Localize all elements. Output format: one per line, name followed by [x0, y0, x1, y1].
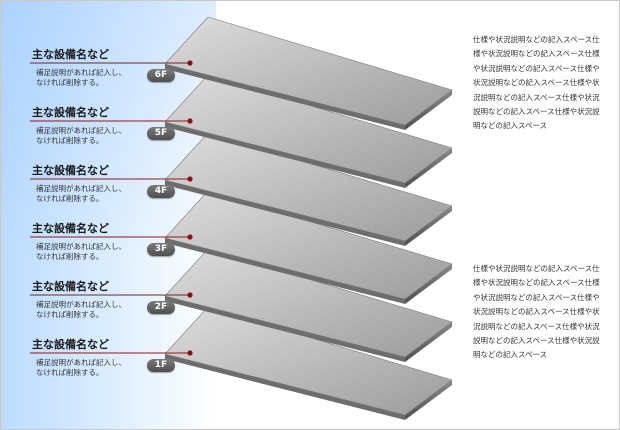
floor-title: 主な設備名など [32, 164, 109, 177]
leader-dot [187, 292, 193, 298]
floor-description: 補足説明があれば記入し、なければ削除する。 [36, 242, 126, 262]
floor-description-line: なければ削除する。 [36, 252, 104, 261]
floor-description: 補足説明があれば記入し、なければ削除する。 [36, 184, 126, 204]
leader-dot [187, 234, 193, 240]
floor-plate-front-edge [165, 180, 405, 246]
floor-plate-6f [164, 16, 453, 126]
floor-title: 主な設備名など [32, 106, 109, 119]
floor-plate-4f [164, 132, 453, 242]
floor-description-line: 補足説明があれば記入し、 [36, 184, 126, 193]
floor-plate-3f [164, 190, 453, 300]
floor-title: 主な設備名など [32, 338, 109, 351]
floor-label-4f: 主な設備名など補足説明があれば記入し、なければ削除する。 [32, 164, 126, 203]
floor-description-line: 補足説明があれば記入し、 [36, 68, 126, 77]
floor-description: 補足説明があれば記入し、なければ削除する。 [36, 68, 126, 88]
floor-plate-5f [164, 74, 453, 184]
floor-plate-side-edge [405, 380, 452, 420]
floor-plate-2f [164, 248, 453, 358]
leader-dot [187, 176, 193, 182]
floor-plate-front-edge [165, 122, 405, 188]
floor-description: 補足説明があれば記入し、なければ削除する。 [36, 126, 126, 146]
floor-plate-front-edge [165, 64, 405, 130]
leader-dot [187, 350, 193, 356]
leader-dot [187, 60, 193, 66]
note-text-lower: 仕様や状況説明などの記入スペース仕様や状況説明などの記入スペース仕様や状況説明な… [473, 264, 600, 360]
floor-plate-side-edge [405, 206, 452, 246]
floor-badge-1f: 1F [147, 359, 175, 372]
floor-description: 補足説明があれば記入し、なければ削除する。 [36, 300, 126, 320]
floor-badge-6f: 6F [147, 69, 175, 82]
floor-description-line: 補足説明があれば記入し、 [36, 242, 126, 251]
floor-plate-side-edge [405, 322, 452, 362]
floor-description-line: なければ削除する。 [36, 78, 104, 87]
floor-description: 補足説明があれば記入し、なければ削除する。 [36, 358, 126, 378]
floor-description-line: なければ削除する。 [36, 194, 104, 203]
floor-badge-2f: 2F [147, 301, 175, 314]
note-text-upper: 仕様や状況説明などの記入スペース仕様や状況説明などの記入スペース仕様や状況説明な… [473, 35, 600, 131]
floor-label-3f: 主な設備名など補足説明があれば記入し、なければ削除する。 [32, 222, 126, 261]
floor-plate-side-edge [405, 148, 452, 188]
floor-description-line: なければ削除する。 [36, 368, 104, 377]
floor-description-line: なければ削除する。 [36, 310, 104, 319]
floor-plate-front-edge [165, 296, 405, 362]
floor-badge-3f: 3F [147, 243, 175, 256]
leader-dot [187, 118, 193, 124]
floor-label-1f: 主な設備名など補足説明があれば記入し、なければ削除する。 [32, 338, 126, 377]
floor-plate-front-edge [165, 238, 405, 304]
floor-title: 主な設備名など [32, 48, 109, 61]
floor-label-6f: 主な設備名など補足説明があれば記入し、なければ削除する。 [32, 48, 126, 87]
floor-label-5f: 主な設備名など補足説明があれば記入し、なければ削除する。 [32, 106, 126, 145]
floor-plate-side-edge [405, 264, 452, 304]
floor-title: 主な設備名など [32, 280, 109, 293]
floor-title: 主な設備名など [32, 222, 109, 235]
floor-description-line: 補足説明があれば記入し、 [36, 300, 126, 309]
floor-plate-1f [164, 306, 453, 416]
floor-plate-front-edge [165, 354, 405, 420]
floor-badge-4f: 4F [147, 185, 175, 198]
floor-plate-side-edge [405, 90, 452, 130]
floor-badge-5f: 5F [147, 127, 175, 140]
floor-label-2f: 主な設備名など補足説明があれば記入し、なければ削除する。 [32, 280, 126, 319]
floor-description-line: 補足説明があれば記入し、 [36, 358, 126, 367]
floor-description-line: なければ削除する。 [36, 136, 104, 145]
floor-description-line: 補足説明があれば記入し、 [36, 126, 126, 135]
